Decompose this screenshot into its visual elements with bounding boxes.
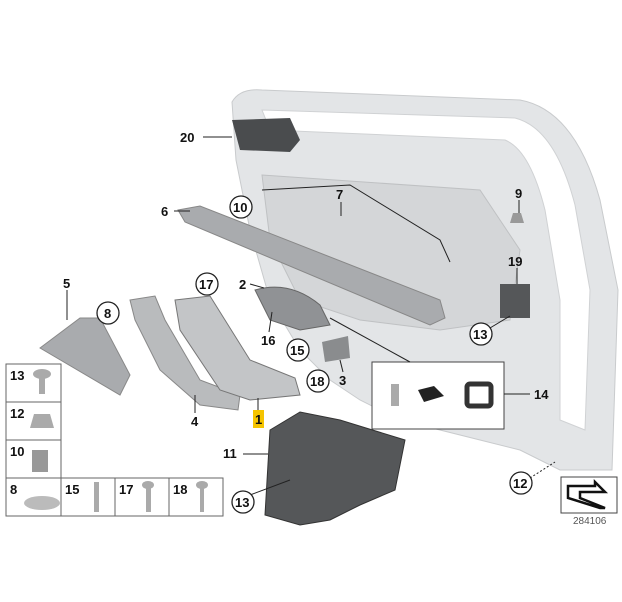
part-11 bbox=[264, 411, 406, 526]
legend-label: 18 bbox=[173, 482, 187, 497]
label-15: 15 bbox=[290, 343, 304, 358]
label-10: 10 bbox=[233, 200, 247, 215]
part-4 bbox=[129, 295, 241, 411]
part-19 bbox=[500, 284, 530, 318]
label-18: 18 bbox=[310, 374, 324, 389]
legend-label: 8 bbox=[10, 482, 17, 497]
handle-part-2 bbox=[254, 286, 331, 331]
label-2: 2 bbox=[239, 277, 246, 292]
label-8: 8 bbox=[104, 306, 111, 321]
kit-14-box bbox=[371, 361, 530, 430]
label-7: 7 bbox=[336, 187, 343, 202]
label-13: 13 bbox=[235, 495, 249, 510]
label-5: 5 bbox=[63, 276, 70, 291]
label-11: 11 bbox=[223, 446, 237, 461]
highlight-marker bbox=[253, 410, 264, 428]
handle-part-20 bbox=[232, 118, 300, 152]
legend-label: 15 bbox=[65, 482, 79, 497]
legend-label: 13 bbox=[10, 368, 24, 383]
fastener-legend: 13 12 10 8 15 17 18 bbox=[5, 363, 224, 517]
diagram-number: 284106 bbox=[573, 516, 607, 527]
legend-label: 10 bbox=[10, 444, 24, 459]
label-1: 1 bbox=[255, 412, 262, 427]
label-9: 9 bbox=[515, 186, 522, 201]
orientation-icon bbox=[560, 476, 618, 514]
label-12: 12 bbox=[513, 476, 527, 491]
label-13: 13 bbox=[473, 327, 487, 342]
label-20: 20 bbox=[180, 130, 194, 145]
door-panel bbox=[231, 89, 619, 471]
leader-lines bbox=[66, 136, 556, 496]
label-14: 14 bbox=[534, 387, 549, 402]
part-9 bbox=[510, 213, 524, 223]
part-3 bbox=[322, 336, 350, 362]
trim-strip-part bbox=[177, 205, 446, 326]
label-19: 19 bbox=[508, 254, 522, 269]
legend-label: 12 bbox=[10, 406, 24, 421]
label-16: 16 bbox=[261, 333, 275, 348]
legend-label: 17 bbox=[119, 482, 133, 497]
label-4: 4 bbox=[191, 414, 199, 429]
label-3: 3 bbox=[339, 373, 346, 388]
part-5 bbox=[39, 317, 131, 396]
label-6: 6 bbox=[161, 204, 168, 219]
label-17: 17 bbox=[199, 277, 213, 292]
switch-panel-part bbox=[174, 295, 301, 401]
